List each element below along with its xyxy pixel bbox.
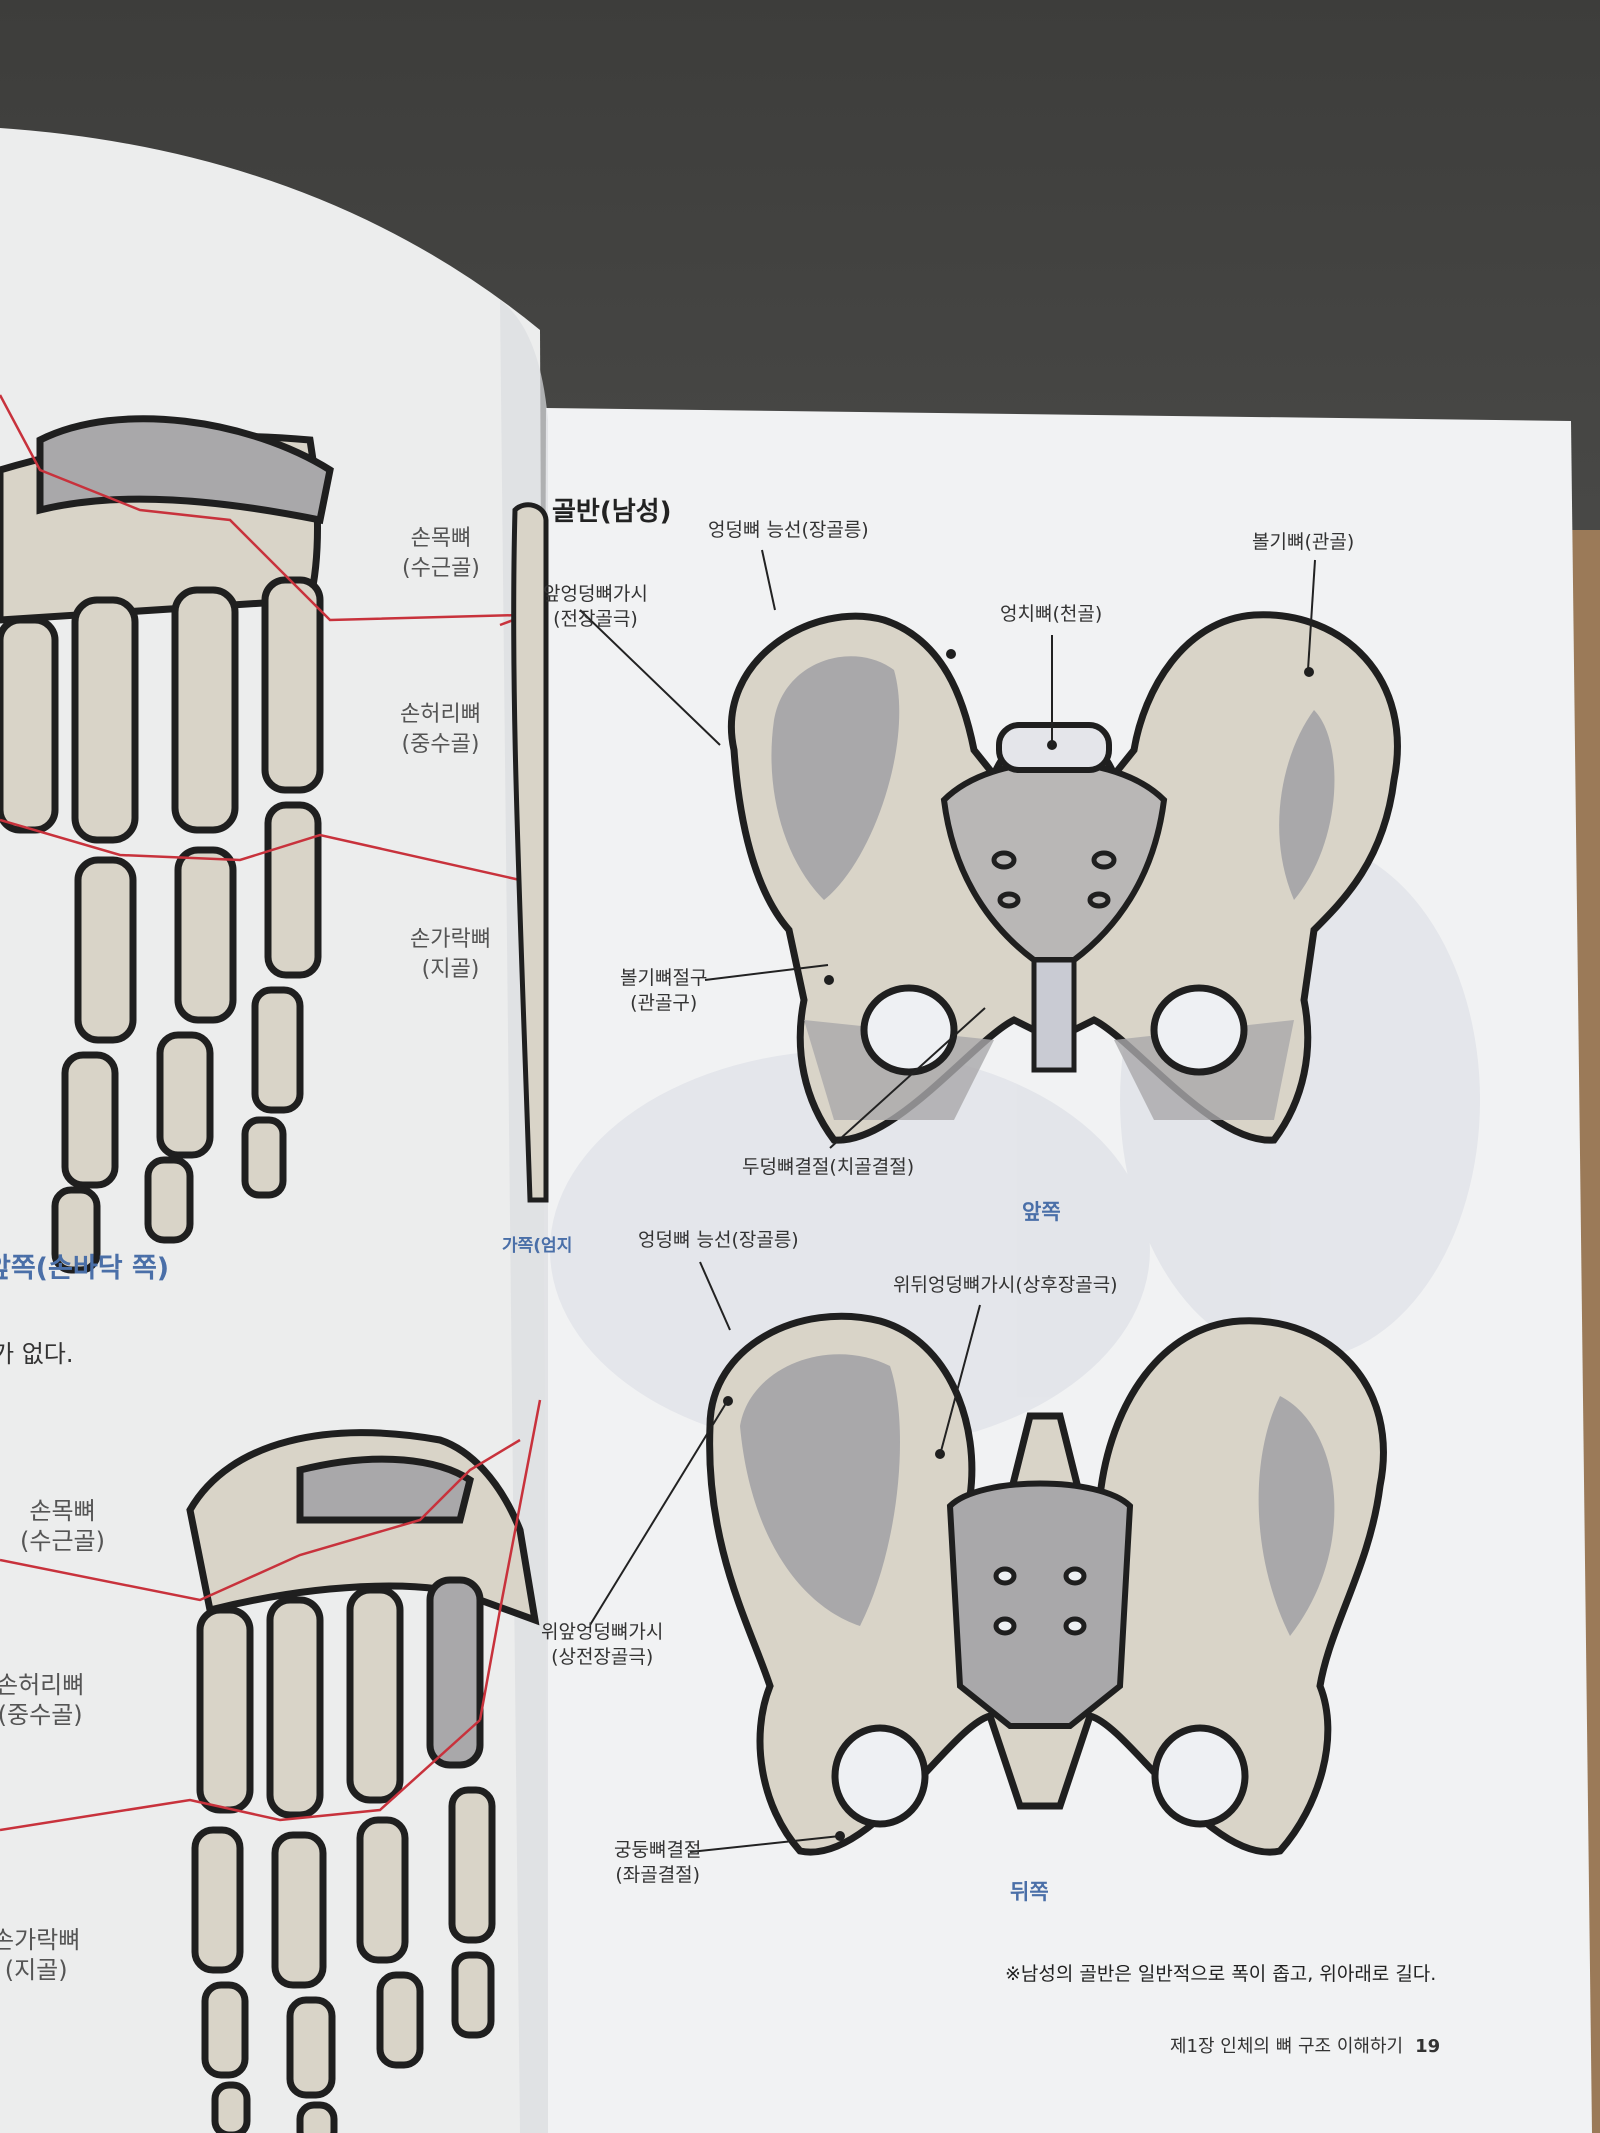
page-footer: 제1장 인체의 뼈 구조 이해하기 19 <box>1170 2034 1440 2059</box>
label-carpals-lower: 손목뼈 (수근골) <box>20 1496 105 1556</box>
label-line: 손가락뼈 <box>410 927 491 952</box>
label-line: 손목뼈 <box>29 1497 96 1525</box>
label-line: 손목뼈 <box>410 526 472 551</box>
label-pubic-tubercle: 두덩뼈결절(치골결절) <box>742 1156 915 1178</box>
label-line: (수근골) <box>402 556 480 581</box>
label-line: 손가락뼈 <box>0 1926 81 1954</box>
pelvis-back-illustration <box>706 1312 1387 1856</box>
label-iliac-crest-front: 엉덩뼈 능선(장골릉) <box>708 519 869 541</box>
footnote: ※남성의 골반은 일반적으로 폭이 좁고, 위아래로 길다. <box>1005 1963 1437 1985</box>
label-line: (지골) <box>4 1956 68 1984</box>
label-line: 손허리뼈 <box>400 702 481 727</box>
label-asis-front: 앞엉덩뼈가시 (전장골극) <box>543 582 648 632</box>
label-line: (중수골) <box>401 732 480 757</box>
label-hip-bone: 볼기뼈(관골) <box>1252 531 1355 553</box>
caption-palmar: 앞쪽(손바닥 쪽) <box>0 1253 170 1284</box>
label-line: 위앞엉덩뼈가시 <box>541 1621 664 1643</box>
label-line: 궁둥뼈결절 <box>614 1839 702 1861</box>
label-line: (관골구) <box>630 992 698 1014</box>
label-phalanges-upper: 손가락뼈 (지골) <box>410 925 491 985</box>
label-line: (지골) <box>421 957 480 982</box>
leader-lines-back <box>589 1261 981 1853</box>
hand-guide-lines-lower <box>0 1399 542 1832</box>
hand-dorsal-illustration <box>186 1429 540 2133</box>
label-iliac-crest-back: 엉덩뼈 능선(장골릉) <box>638 1229 799 1251</box>
page-title: 골반(남성) <box>552 497 672 527</box>
caption-front: 앞쪽 <box>1022 1200 1061 1224</box>
label-metacarpals-upper: 손허리뼈 (중수골) <box>400 700 481 760</box>
chapter-title: 제1장 인체의 뼈 구조 이해하기 <box>1170 2036 1404 2057</box>
pelvis-front-illustration <box>728 611 1401 1144</box>
label-line: 볼기뼈절구 <box>620 967 708 989</box>
label-sacrum: 엉치뼈(천골) <box>1000 603 1103 625</box>
hand-palmar-illustration <box>0 415 334 1274</box>
label-line: (중수골) <box>0 1701 83 1729</box>
label-line: 손허리뼈 <box>0 1671 85 1699</box>
label-line: (전장골극) <box>553 608 638 630</box>
label-carpals-upper: 손목뼈 (수근골) <box>402 524 480 584</box>
caption-side: 가쪽(엄지 <box>502 1236 573 1256</box>
label-line: (좌골결절) <box>615 1864 701 1886</box>
leader-lines-front <box>579 549 1316 1149</box>
label-line: (수근골) <box>20 1527 105 1555</box>
caption-back: 뒤쪽 <box>1010 1880 1049 1904</box>
label-metacarpals-lower: 손허리뼈 (중수골) <box>0 1670 84 1730</box>
label-line: (상전장골극) <box>551 1646 654 1668</box>
label-asis-back: 위앞엉덩뼈가시 (상전장골극) <box>541 1620 663 1670</box>
label-ischial-tuberosity: 궁둥뼈결절 (좌골결절) <box>614 1838 701 1888</box>
label-phalanges-lower: 손가락뼈 (지골) <box>0 1925 80 1985</box>
page-number: 19 <box>1415 2036 1441 2057</box>
label-line: 앞엉덩뼈가시 <box>543 583 648 605</box>
body-text: 가 없다. <box>0 1340 74 1368</box>
hand-side-illustration <box>511 502 549 1203</box>
label-psis: 위뒤엉덩뼈가시(상후장골극) <box>893 1274 1118 1296</box>
label-acetabulum: 볼기뼈절구 (관골구) <box>620 966 707 1016</box>
